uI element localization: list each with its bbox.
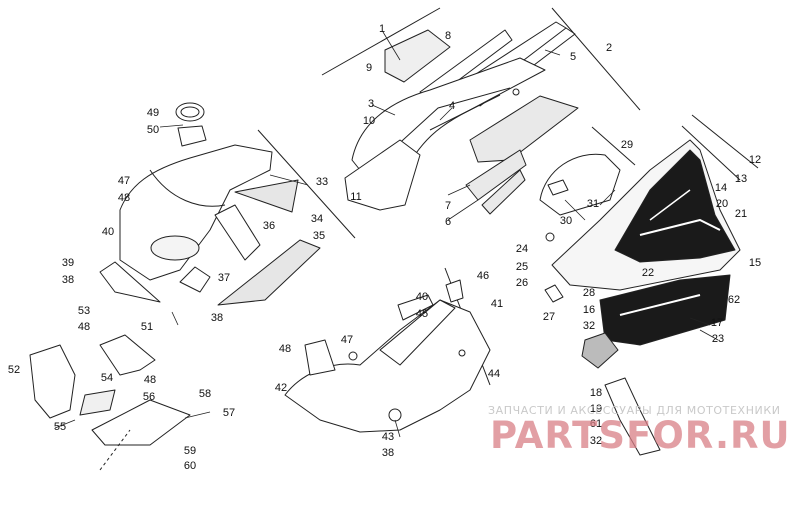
callout-5: 5 — [569, 51, 577, 63]
callout-51: 51 — [140, 321, 154, 333]
callout-39: 39 — [61, 257, 75, 269]
callout-4: 4 — [448, 100, 456, 112]
right-side-panel-assembly — [539, 114, 759, 456]
gauge-bezel-50 — [177, 125, 207, 147]
bracket-39 — [99, 261, 161, 303]
callout-7: 7 — [444, 200, 452, 212]
callout-61: 61 — [589, 418, 603, 430]
mesh-panel-35 — [217, 239, 321, 306]
callout-31: 31 — [586, 198, 600, 210]
callout-55: 55 — [53, 421, 67, 433]
callout-47-left: 47 — [117, 175, 131, 187]
callout-19: 19 — [589, 403, 603, 415]
panel-61 — [604, 377, 661, 456]
callout-48-left: 48 — [77, 321, 91, 333]
callout-14: 14 — [714, 182, 728, 194]
callout-53: 53 — [77, 305, 91, 317]
side-panel-52 — [29, 344, 76, 419]
callout-37: 37 — [217, 272, 231, 284]
callout-6: 6 — [444, 216, 452, 228]
foam-pad-7 — [469, 95, 579, 163]
callout-54: 54 — [100, 372, 114, 384]
callout-25: 25 — [515, 261, 529, 273]
front-panel-11 — [344, 139, 421, 211]
duct-36 — [214, 204, 261, 261]
callout-40-mid: 40 — [415, 291, 429, 303]
callout-57: 57 — [222, 407, 236, 419]
callout-52: 52 — [7, 364, 21, 376]
callout-17: 17 — [710, 317, 724, 329]
callout-50: 50 — [146, 124, 160, 136]
callout-9: 9 — [365, 62, 373, 74]
callout-32-upper: 32 — [582, 320, 596, 332]
callout-32-lower: 32 — [589, 435, 603, 447]
callout-13: 13 — [734, 173, 748, 185]
dash-assembly — [99, 102, 356, 306]
callout-42: 42 — [274, 382, 288, 394]
callout-38-mid: 38 — [210, 312, 224, 324]
trim-45 — [379, 299, 456, 366]
callout-12: 12 — [748, 154, 762, 166]
callout-56: 56 — [142, 391, 156, 403]
callout-23: 23 — [711, 333, 725, 345]
callout-38-bottom: 38 — [381, 447, 395, 459]
callout-3: 3 — [367, 98, 375, 110]
callout-8: 8 — [444, 30, 452, 42]
callout-35: 35 — [312, 230, 326, 242]
leader-lines — [54, 31, 719, 438]
foam-pad-9 — [384, 29, 451, 83]
callout-58: 58 — [198, 388, 212, 400]
cover-29 — [539, 153, 621, 216]
bracket-48 — [304, 339, 336, 376]
callout-11: 11 — [350, 191, 362, 203]
watermark-tagline: ЗАПЧАСТИ И АКСЕССУАРЫ ДЛЯ МОТОТЕХНИКИ — [488, 404, 781, 417]
callout-59: 59 — [183, 445, 197, 457]
callout-36: 36 — [262, 220, 276, 232]
callout-1: 1 — [378, 23, 386, 35]
callout-48-right: 48 — [143, 374, 157, 386]
callout-27: 27 — [542, 311, 556, 323]
plate-32 — [581, 332, 619, 369]
callout-62: 62 — [727, 294, 741, 306]
callout-21: 21 — [734, 208, 748, 220]
callout-44: 44 — [487, 368, 501, 380]
callout-48-mid: 48 — [278, 343, 292, 355]
side-panel-assembly — [29, 334, 191, 471]
callout-15: 15 — [748, 257, 762, 269]
callout-28: 28 — [582, 287, 596, 299]
callout-20: 20 — [715, 198, 729, 210]
callout-41: 41 — [490, 298, 504, 310]
callout-29: 29 — [620, 139, 634, 151]
callout-26: 26 — [515, 277, 529, 289]
callout-34: 34 — [310, 213, 324, 225]
callout-24: 24 — [515, 243, 529, 255]
callout-16: 16 — [582, 304, 596, 316]
dash-body — [119, 144, 273, 281]
callout-30: 30 — [559, 215, 573, 227]
belly-pan-assembly — [284, 267, 491, 433]
callout-45: 45 — [415, 308, 429, 320]
callout-40-left: 40 — [101, 226, 115, 238]
callout-43: 43 — [381, 431, 395, 443]
callout-60: 60 — [183, 460, 197, 472]
lower-panel-59 — [91, 399, 191, 446]
callout-33: 33 — [315, 176, 329, 188]
callout-49: 49 — [146, 107, 160, 119]
bracket-53 — [99, 334, 156, 376]
callout-38-left: 38 — [61, 274, 75, 286]
callout-22: 22 — [641, 267, 655, 279]
callout-48-top: 48 — [117, 192, 131, 204]
belly-pan — [284, 299, 491, 433]
mesh-panel-34 — [234, 179, 299, 213]
windshield-trim-assembly — [321, 7, 641, 215]
foam-pad-6 — [465, 149, 527, 201]
callout-10: 10 — [362, 115, 376, 127]
callout-46: 46 — [476, 270, 490, 282]
callout-18: 18 — [589, 387, 603, 399]
watermark-logo-text[interactable]: PARTSFOR.RU — [490, 414, 791, 457]
callout-2: 2 — [605, 42, 613, 54]
callout-47-mid: 47 — [340, 334, 354, 346]
